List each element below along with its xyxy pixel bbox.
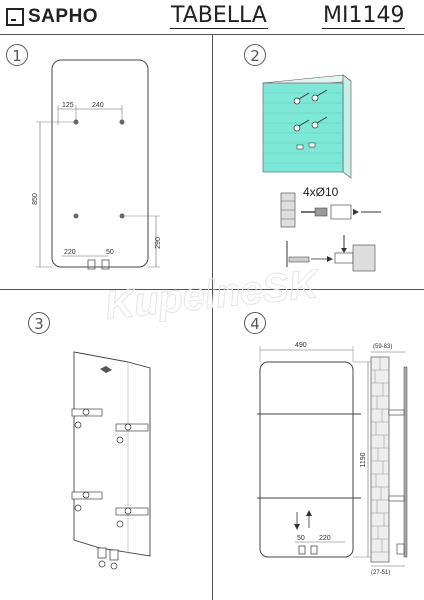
connector: [101, 259, 110, 270]
dim-height-label: 850: [32, 193, 39, 205]
dowel: [314, 207, 328, 217]
arrow-down-icon: [294, 524, 300, 530]
dim-bottom-label: 220: [64, 249, 76, 256]
drill-body: [330, 204, 352, 220]
step-2-badge: 2: [244, 44, 266, 66]
brand-logo: SAPHO: [6, 6, 98, 28]
step-4-badge: 4: [244, 312, 266, 334]
radiator-outline: [51, 59, 149, 268]
panel-3-mounting: [71, 351, 151, 570]
side-valve: [396, 543, 405, 555]
brand-name: SAPHO: [28, 6, 99, 27]
wall-section-2: [352, 244, 376, 272]
lower-bracket-right: [115, 507, 149, 516]
panel-1-dimensions: 125 240 850 290 220 50: [32, 59, 162, 270]
header: SAPHO TABELLA MI1149: [0, 0, 424, 34]
dim-connect-label: 50: [106, 249, 114, 256]
bolt: [288, 256, 310, 263]
brand-logo-icon: [6, 8, 24, 26]
drill-size-label: 4xØ10: [303, 185, 339, 199]
bracket: [334, 252, 354, 264]
connector: [87, 259, 96, 270]
brick-wall: [370, 356, 390, 563]
dim-spacing-label: 240: [92, 102, 104, 109]
dim-width-label: 490: [295, 342, 307, 349]
dim-bottom-label: 220: [319, 535, 331, 542]
upper-bracket-right: [115, 423, 149, 432]
dim-left-label: 125: [62, 102, 74, 109]
radiator-front: [259, 361, 354, 558]
drop-icon: [100, 366, 112, 373]
arrow-up-icon: [306, 510, 312, 516]
dim-height-label: 1190: [360, 452, 367, 467]
vertical-divider: [212, 34, 213, 600]
step-1-badge: 1: [6, 44, 28, 66]
radiator-perspective: [73, 351, 151, 557]
panel-4-side-profile: 490 1190 50 220 (59-83): [257, 342, 408, 576]
side-bracket-upper: [388, 409, 405, 416]
product-code: MI1149: [322, 3, 406, 29]
mount-hole: [119, 213, 125, 219]
radiator-side: [403, 366, 408, 558]
panel-2-drilling: 4xØ10: [262, 74, 381, 272]
wall: [262, 82, 344, 173]
side-bracket-lower: [388, 495, 405, 502]
dim-depth-top-label: (59-83): [373, 344, 392, 350]
product-name: TABELLA: [170, 3, 268, 29]
dim-right-label: 290: [155, 237, 162, 249]
dim-connect-label: 50: [297, 535, 305, 542]
step-3-badge: 3: [28, 312, 50, 334]
mount-hole: [73, 213, 79, 219]
dim-depth-bottom-label: (27-51): [371, 570, 390, 576]
